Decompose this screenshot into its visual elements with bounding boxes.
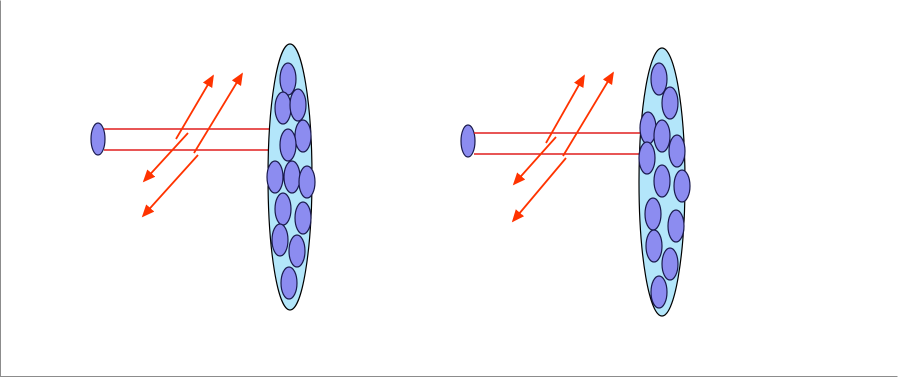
- left-target-particles: [266, 62, 316, 300]
- right-target-particle: [667, 209, 685, 243]
- right-scatter-arrow-4: [562, 71, 614, 157]
- right-target-particle: [653, 119, 671, 153]
- left-target-particle: [283, 160, 301, 194]
- left-target-particle: [289, 88, 307, 122]
- right-target-particle: [644, 197, 662, 231]
- right-target-particle: [653, 164, 671, 198]
- left-target-particle: [274, 91, 292, 125]
- left-target-particle: [279, 62, 297, 96]
- left-target-particle: [288, 234, 306, 268]
- right-target-particle: [673, 169, 691, 203]
- left-target-particle: [271, 223, 289, 257]
- left-source-particle: [90, 122, 106, 156]
- right-target-particle: [668, 134, 686, 168]
- left-target-particle: [266, 160, 284, 194]
- right-source-particle: [460, 124, 476, 158]
- right-scatter-arrow-1: [512, 136, 557, 186]
- right-scatter-arrow-3: [545, 74, 585, 144]
- left-scatter-arrow-4: [193, 72, 243, 154]
- left-panel: [90, 43, 316, 311]
- left-target-particle: [280, 266, 298, 300]
- left-scatter-arrow-3: [175, 74, 214, 140]
- right-target-particle: [638, 141, 656, 175]
- left-scatter-arrow-1: [142, 132, 189, 183]
- right-target-particle: [650, 62, 668, 96]
- left-target-particle: [294, 201, 312, 235]
- left-target-particle: [294, 119, 312, 153]
- right-panel: [460, 47, 691, 317]
- left-target-particle: [298, 165, 316, 199]
- right-scatter-arrow-2: [511, 157, 567, 223]
- left-target-particle: [274, 192, 292, 226]
- right-target-particle: [650, 275, 668, 309]
- right-target-particle: [661, 247, 679, 281]
- left-target-particle: [279, 128, 297, 162]
- right-target-particle: [645, 229, 663, 263]
- left-scatter-arrow-2: [141, 154, 199, 218]
- right-target-particles: [638, 62, 691, 309]
- right-target-particle: [661, 86, 679, 120]
